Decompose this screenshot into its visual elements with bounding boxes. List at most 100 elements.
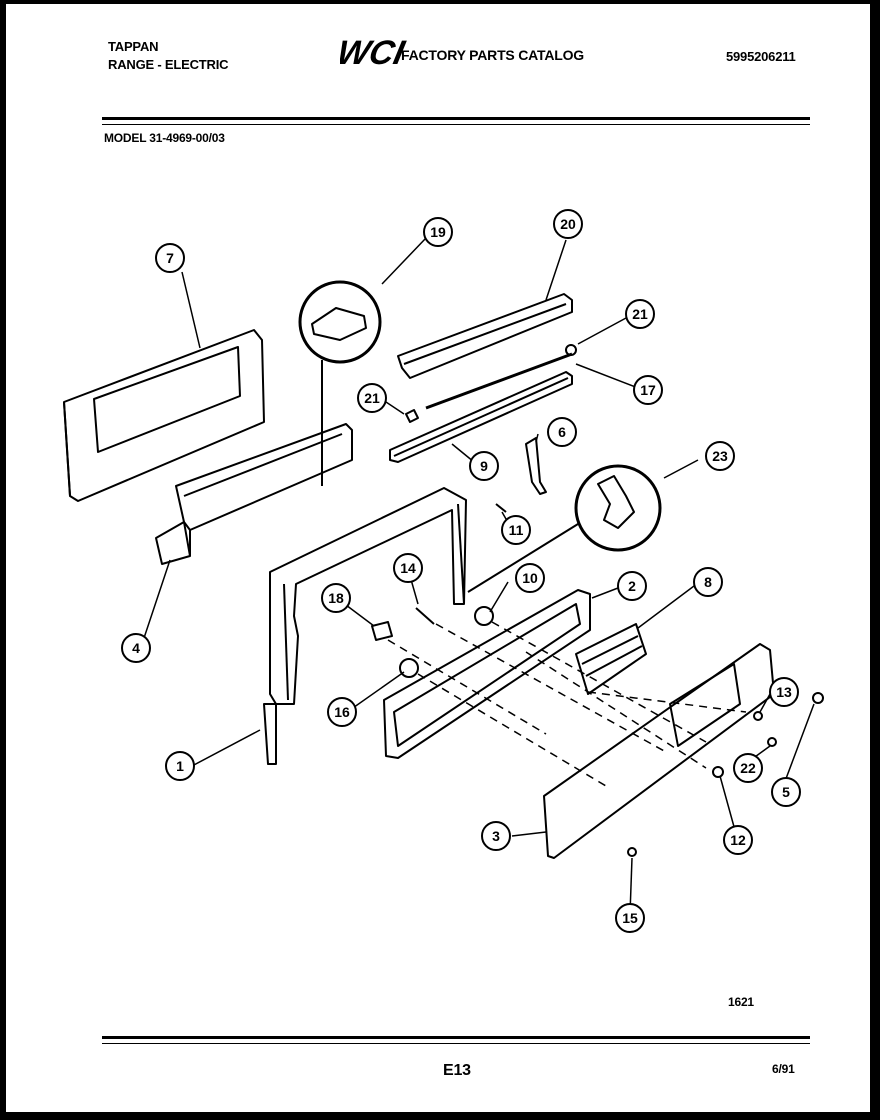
part-4-lower-trim [155,423,353,565]
callout-3: 3 [481,821,511,851]
catalog-page: TAPPAN RANGE - ELECTRIC WCI FACTORY PART… [6,4,870,1112]
callout-label: 16 [334,704,350,720]
callout-label: 19 [430,224,446,240]
callout-11: 11 [501,515,531,545]
part-13-screw [753,711,763,721]
callout-label: 13 [776,684,792,700]
inset-19 [298,280,382,486]
model-label: MODEL 31-4969-00/03 [104,131,225,145]
part-16-knob [399,658,419,678]
callout-label: 8 [704,574,712,590]
callout-13: 13 [769,677,799,707]
callout-2: 2 [617,571,647,601]
catalog-title: FACTORY PARTS CATALOG [401,47,584,63]
callout-21: 21 [625,299,655,329]
part-14-screw [415,607,435,625]
brand-line: TAPPAN [108,39,159,54]
callout-16: 16 [327,697,357,727]
callout-circle [733,753,763,783]
part-21-clip-left [405,409,419,423]
callout-circle [393,553,423,583]
product-line: RANGE - ELECTRIC [108,57,229,72]
callout-label: 1 [176,758,184,774]
callout-20: 20 [553,209,583,239]
page-code: E13 [443,1062,471,1079]
callout-circle [705,441,735,471]
callout-label: 22 [740,760,756,776]
callout-circle [481,821,511,851]
callout-18: 18 [321,583,351,613]
callout-6: 6 [547,417,577,447]
part-20-top-trim [397,293,573,379]
callout-19: 19 [423,217,453,247]
part-12-nut [712,766,724,778]
svg-text:WCI: WCI [340,34,409,72]
callout-label: 3 [492,828,500,844]
callout-9: 9 [469,451,499,481]
callout-circle [501,515,531,545]
inset-23 [467,464,662,593]
callout-4: 4 [121,633,151,663]
callout-circle [515,563,545,593]
callout-circle [771,777,801,807]
callout-label: 15 [622,910,638,926]
part-11-clip [495,503,507,513]
callout-17: 17 [633,375,663,405]
part-8-switch-block [575,623,647,695]
print-date: 6/91 [772,1062,795,1076]
callout-label: 5 [782,784,790,800]
part-17-rod [425,352,573,410]
callout-circle [155,243,185,273]
catalog-number: 5995206211 [726,49,796,64]
callout-circle [553,209,583,239]
callout-label: 7 [166,250,174,266]
callout-circle [547,417,577,447]
callout-label: 12 [730,832,746,848]
leader-lines [141,237,815,915]
callout-label: 17 [640,382,656,398]
callout-circle [625,299,655,329]
footer-rule-thin [102,1043,810,1044]
callout-label: 4 [132,640,140,656]
part-9-channel [389,371,573,463]
callout-label: 20 [560,216,576,232]
callout-circle [327,697,357,727]
callout-label: 21 [364,390,380,406]
callout-label: 11 [509,522,524,538]
callout-5: 5 [771,777,801,807]
part-10-knob [474,606,494,626]
callout-22: 22 [733,753,763,783]
callout-circle [357,383,387,413]
part-22-screw [767,737,777,747]
callout-circle [723,825,753,855]
part-15-washer [627,847,637,857]
callout-label: 21 [632,306,648,322]
callout-23: 23 [705,441,735,471]
callout-10: 10 [515,563,545,593]
callout-circle [633,375,663,405]
part-1-side-frame [263,487,467,765]
callout-14: 14 [393,553,423,583]
drawing-number: 1621 [728,995,754,1009]
part-6-bracket [525,437,547,495]
assembly-lines [387,621,747,787]
callout-label: 9 [480,458,488,474]
callout-8: 8 [693,567,723,597]
callout-circle [121,633,151,663]
callout-7: 7 [155,243,185,273]
callout-circle [469,451,499,481]
callout-circle [423,217,453,247]
part-18-switch [371,621,393,641]
part-7-back-panel [63,329,265,502]
callout-circle [617,571,647,601]
callout-circle [769,677,799,707]
part-5-knob [812,692,824,704]
callout-circle [615,903,645,933]
callout-21: 21 [357,383,387,413]
part-21-clip-right [565,344,577,356]
wci-logo: WCI [334,32,410,77]
callout-label: 18 [328,590,344,606]
callout-label: 14 [400,560,416,576]
